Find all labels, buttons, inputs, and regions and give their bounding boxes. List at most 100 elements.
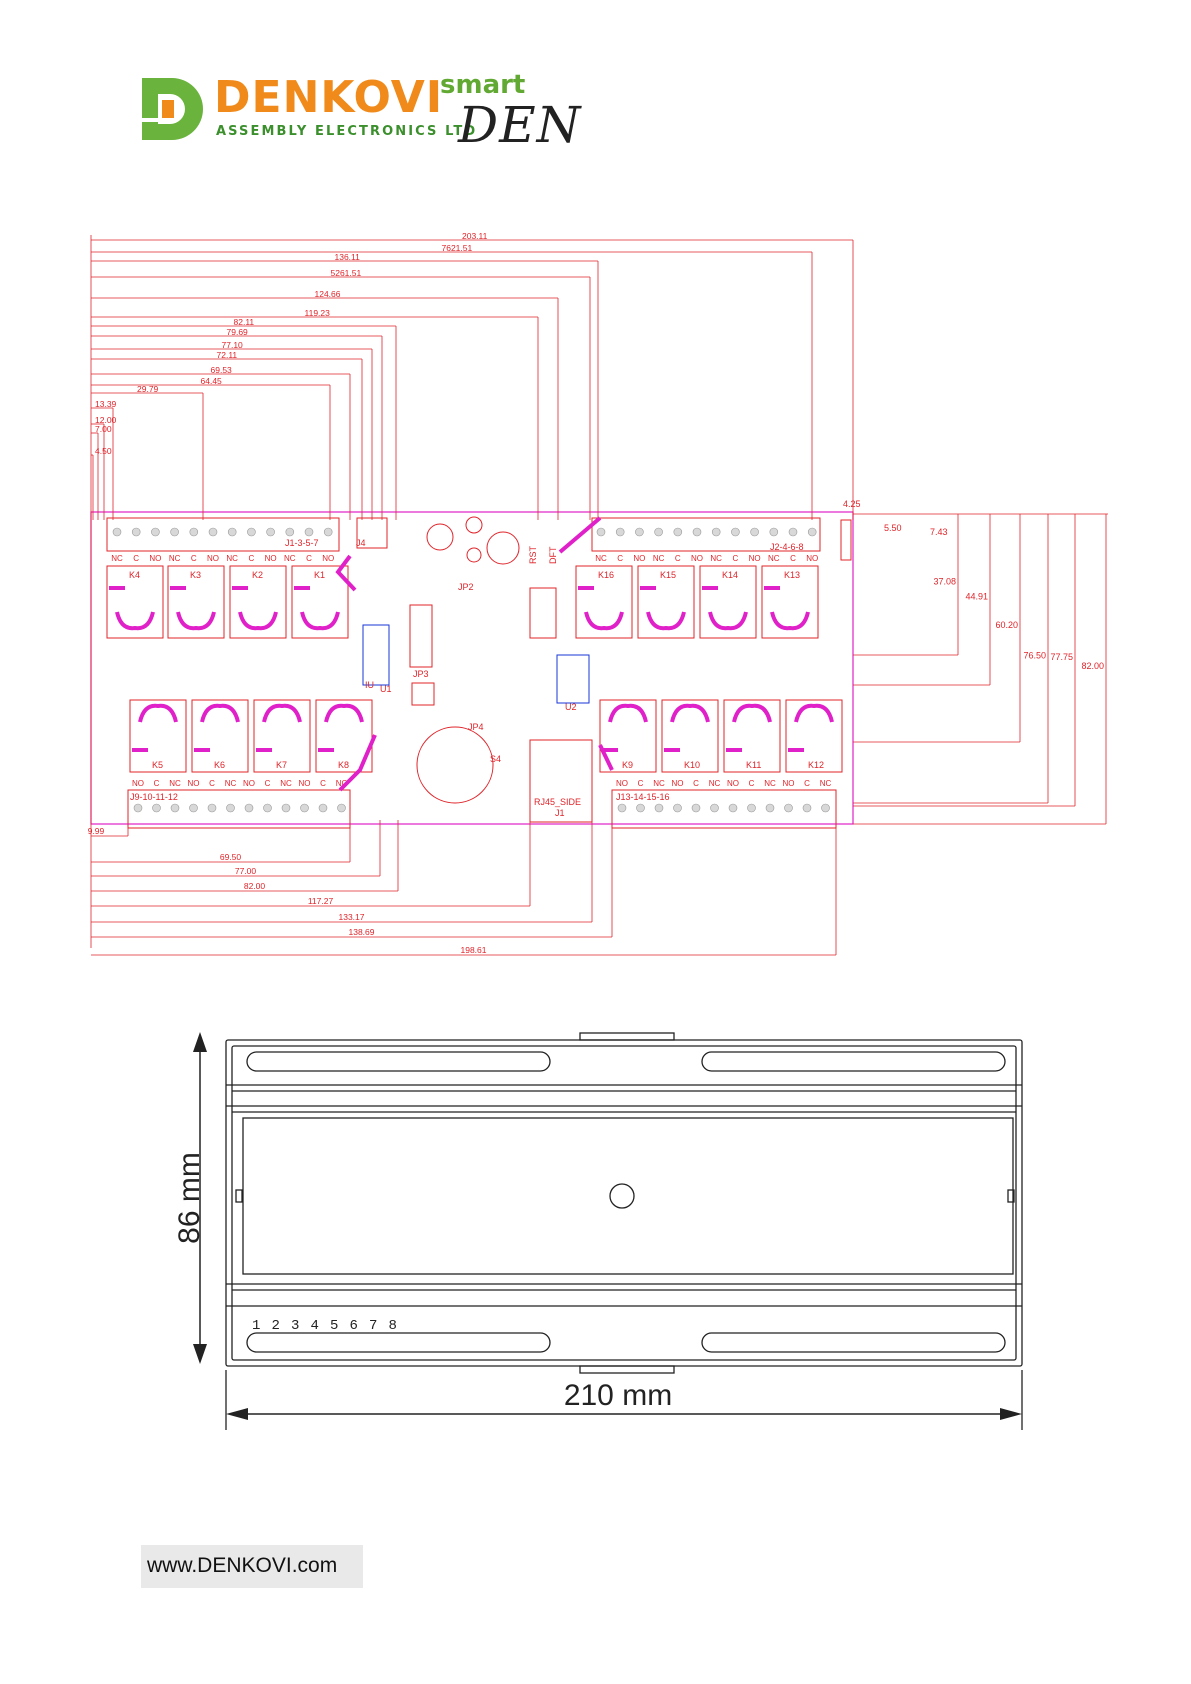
top-dimension-label: 12.00 bbox=[95, 415, 117, 425]
bottom-slot-right bbox=[701, 1332, 1006, 1353]
terminal-pad bbox=[131, 527, 141, 537]
relay-outline bbox=[253, 699, 311, 773]
front-panel bbox=[242, 1117, 1014, 1275]
terminal-bottom-left-label: C bbox=[209, 779, 215, 788]
terminal-top-right-label: NC bbox=[595, 554, 607, 563]
terminal-number: 5 bbox=[330, 1318, 338, 1334]
terminal-top-left-label: NC bbox=[226, 554, 238, 563]
terminal-top-left-label: C bbox=[191, 554, 197, 563]
part-label: J1 bbox=[555, 808, 565, 818]
top-dimension-label: 82.11 bbox=[234, 317, 255, 327]
terminal-pad bbox=[208, 527, 218, 537]
terminal-pad bbox=[323, 527, 333, 537]
terminal-pad bbox=[189, 527, 199, 537]
terminal-number: 2 bbox=[272, 1318, 280, 1334]
relay-outline bbox=[191, 699, 249, 773]
top-dimension-label: 13.39 bbox=[95, 399, 117, 409]
right-dimension-label: 60.20 bbox=[995, 620, 1018, 630]
relay-label: K7 bbox=[276, 760, 287, 770]
terminal-number: 1 bbox=[252, 1318, 260, 1334]
relay-outline bbox=[661, 699, 719, 773]
right-dimension-label: 82.00 bbox=[1081, 661, 1104, 671]
terminal-block-bottom-right bbox=[611, 789, 837, 829]
height-label: 86 mm bbox=[173, 1152, 206, 1244]
relay-outline bbox=[599, 699, 657, 773]
right-dimension-label: 44.91 bbox=[965, 592, 988, 602]
terminal-top-right-label: C bbox=[790, 554, 796, 563]
right-dimension-label: 77.75 bbox=[1050, 652, 1073, 662]
top-slot-right bbox=[701, 1051, 1006, 1072]
header-label: J9-10-11-12 bbox=[130, 792, 178, 802]
relay-outline bbox=[291, 565, 349, 639]
terminal-top-right-label: NO bbox=[633, 554, 645, 563]
terminal-bottom-left-label: NC bbox=[280, 779, 292, 788]
relay-outline bbox=[785, 699, 843, 773]
terminal-bottom-right-label: C bbox=[638, 779, 644, 788]
terminal-pad bbox=[285, 527, 295, 537]
board-mark bbox=[335, 554, 357, 592]
relay-outline bbox=[575, 565, 633, 639]
top-dimension-label: 72.11 bbox=[217, 350, 238, 360]
terminal-bottom-right-label: NO bbox=[783, 779, 795, 788]
relay-coil-mark bbox=[262, 703, 302, 723]
terminal-top-right-label: NC bbox=[710, 554, 722, 563]
terminal-bottom-left-label: NO bbox=[188, 779, 200, 788]
width-label: 210 mm bbox=[564, 1379, 672, 1412]
relay-outline bbox=[637, 565, 695, 639]
chip-u2 bbox=[556, 654, 590, 704]
terminal-pad bbox=[731, 527, 740, 537]
top-dimension-label: 77.10 bbox=[222, 340, 244, 350]
top-dimension-label: 136.11 bbox=[335, 252, 361, 262]
terminal-pad bbox=[617, 803, 627, 813]
terminal-pad bbox=[750, 527, 759, 537]
terminal-top-left-label: C bbox=[306, 554, 312, 563]
board-mark bbox=[338, 734, 377, 792]
relay-coil-mark bbox=[608, 703, 648, 723]
company-logo: DENKOVI ASSEMBLY ELECTRONICS LTD smart D… bbox=[142, 70, 612, 154]
relay-coil-mark bbox=[200, 703, 240, 723]
top-slot-left bbox=[246, 1051, 551, 1072]
relay-label: K11 bbox=[746, 760, 761, 770]
terminal-pad bbox=[673, 527, 683, 537]
top-dimension-label: 79.69 bbox=[227, 327, 249, 337]
terminal-bottom-right-label: C bbox=[749, 779, 755, 788]
terminal-pad bbox=[151, 527, 160, 537]
terminal-pad bbox=[304, 527, 314, 537]
terminal-pad bbox=[769, 527, 779, 537]
relay-coil-mark bbox=[732, 703, 772, 723]
terminal-bottom-left-label: C bbox=[265, 779, 271, 788]
terminal-number: 6 bbox=[350, 1318, 358, 1334]
denkovi-d-icon bbox=[142, 78, 203, 140]
terminal-pad bbox=[170, 803, 180, 813]
right-dimension-label: 5.50 bbox=[884, 523, 902, 533]
top-dimension-label: 4.50 bbox=[95, 446, 112, 456]
bottom-dimension-label: 117.27 bbox=[308, 896, 334, 906]
part-label: JP2 bbox=[458, 582, 474, 592]
relay-label: K15 bbox=[660, 570, 676, 580]
part-label: U1 bbox=[380, 684, 392, 694]
terminal-bottom-left-label: NO bbox=[243, 779, 255, 788]
top-clip bbox=[579, 1032, 675, 1041]
terminal-bottom-left-label: NO bbox=[132, 779, 144, 788]
terminal-number: 8 bbox=[389, 1318, 397, 1334]
terminal-pad bbox=[133, 803, 143, 813]
footer-url[interactable]: www.DENKOVI.com bbox=[147, 1554, 338, 1577]
terminal-pad bbox=[654, 803, 664, 813]
bottom-dimension-label: 77.00 bbox=[235, 866, 257, 876]
terminal-bottom-left-label: NC bbox=[336, 779, 348, 788]
relay-coil-mark bbox=[670, 703, 710, 723]
terminal-top-right-label: C bbox=[675, 554, 681, 563]
top-dimension-label: 124.66 bbox=[315, 289, 341, 299]
relay-coil-mark bbox=[770, 611, 810, 631]
terminal-block-top-right bbox=[591, 517, 821, 552]
smart-label: smart bbox=[440, 70, 525, 100]
relay-label: K2 bbox=[252, 570, 263, 580]
relay-label: K3 bbox=[190, 570, 201, 580]
terminal-pad bbox=[636, 803, 645, 813]
top-dimension-label: 203.11 bbox=[462, 231, 488, 241]
part-label: JP4 bbox=[468, 722, 484, 732]
terminal-top-left-label: C bbox=[249, 554, 255, 563]
top-dimension-label: 7.00 bbox=[95, 424, 112, 434]
brand-name: DENKOVI bbox=[214, 72, 444, 123]
den-label: DEN bbox=[458, 96, 582, 154]
